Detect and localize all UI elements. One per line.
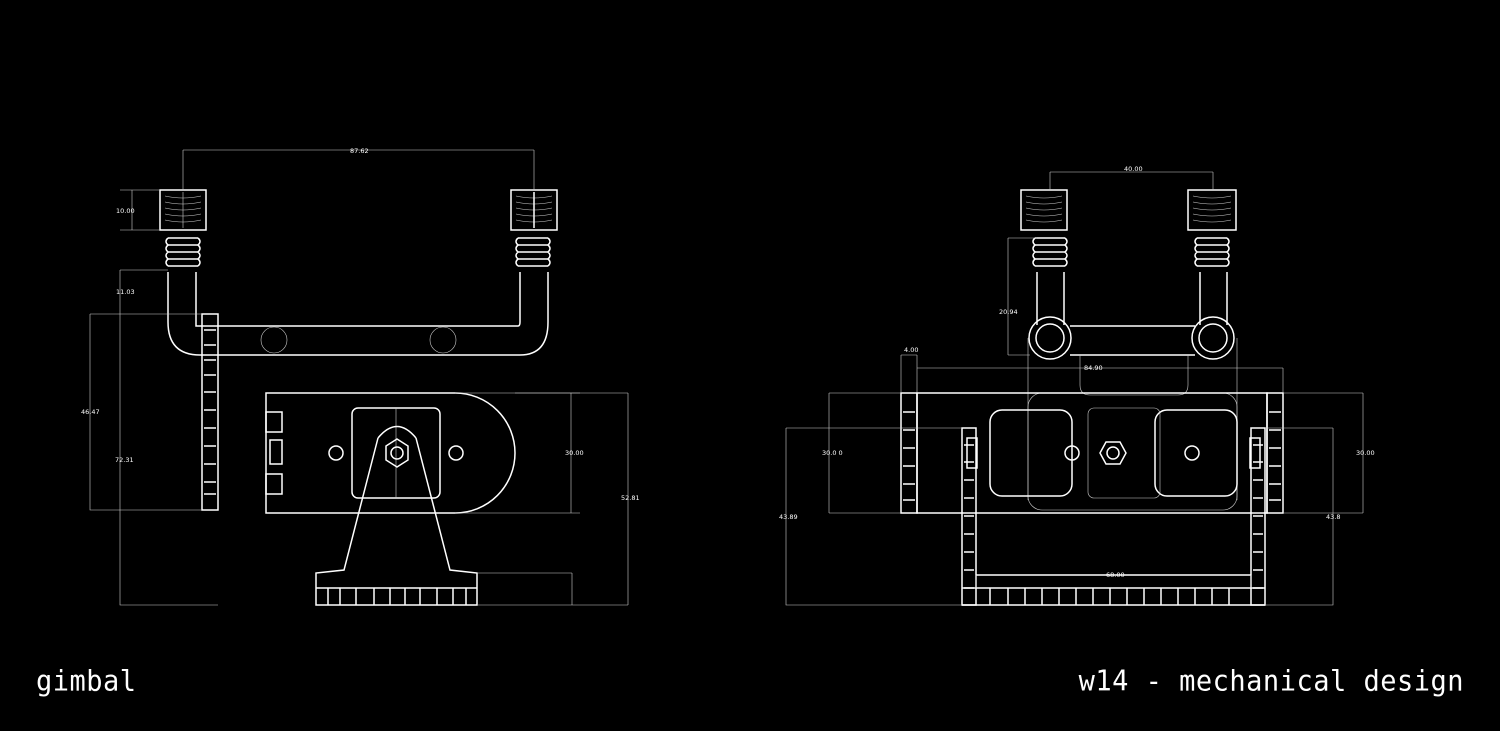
- right-view: 40.00 20.94 4.00 84.90 30.0 0 30.00 43.8…: [779, 165, 1375, 606]
- clamp-block-front-right: [1187, 189, 1237, 231]
- right-dimension-lines: [785, 171, 1364, 606]
- dim-label: 10.00: [116, 207, 135, 215]
- clamp-block-right: [510, 189, 558, 231]
- dim-label: 72.31: [115, 456, 134, 464]
- clamp-block-left: [159, 189, 207, 231]
- dim-label: 46.47: [81, 408, 100, 416]
- dim-label: 11.03: [116, 288, 135, 296]
- dim-label: 20.94: [999, 308, 1018, 316]
- side-plate-left: [900, 392, 978, 606]
- side-plate-right: [1249, 392, 1284, 606]
- spring-front-right: [1194, 237, 1230, 267]
- front-body: [916, 392, 1268, 514]
- left-dimension-labels: 87.62 10.00 11.03 46.47 72.31 30.00 52.8…: [81, 147, 640, 502]
- posts-and-crossbar: [1027, 272, 1238, 511]
- right-dimension-labels: 40.00 20.94 4.00 84.90 30.0 0 30.00 43.8…: [779, 165, 1375, 579]
- left-dimension-lines: [89, 149, 629, 606]
- base-body: [265, 392, 516, 514]
- dim-label: 84.90: [1084, 364, 1103, 372]
- dim-label: 43.89: [779, 513, 798, 521]
- clamp-block-front-left: [1020, 189, 1068, 231]
- u-arm: [167, 272, 549, 356]
- dim-label: 30.00: [565, 449, 584, 457]
- dim-label: 87.62: [350, 147, 369, 155]
- spring-left: [165, 237, 201, 267]
- dim-label: 52.81: [621, 494, 640, 502]
- caption-title: w14 - mechanical design: [1078, 665, 1464, 698]
- spring-right: [515, 237, 551, 267]
- dim-label: 30.00: [1356, 449, 1375, 457]
- front-base: [962, 574, 1265, 606]
- dim-label: 43.8: [1326, 513, 1340, 521]
- dim-label: 68.00: [1106, 571, 1125, 579]
- caption-gimbal: gimbal: [36, 665, 137, 698]
- vertical-plate: [201, 313, 219, 511]
- spring-front-left: [1032, 237, 1068, 267]
- dim-label: 4.00: [904, 346, 918, 354]
- stand: [315, 437, 478, 606]
- left-view: 87.62 10.00 11.03 46.47 72.31 30.00 52.8…: [81, 147, 640, 606]
- dim-label: 30.0 0: [822, 449, 843, 457]
- dim-label: 40.00: [1124, 165, 1143, 173]
